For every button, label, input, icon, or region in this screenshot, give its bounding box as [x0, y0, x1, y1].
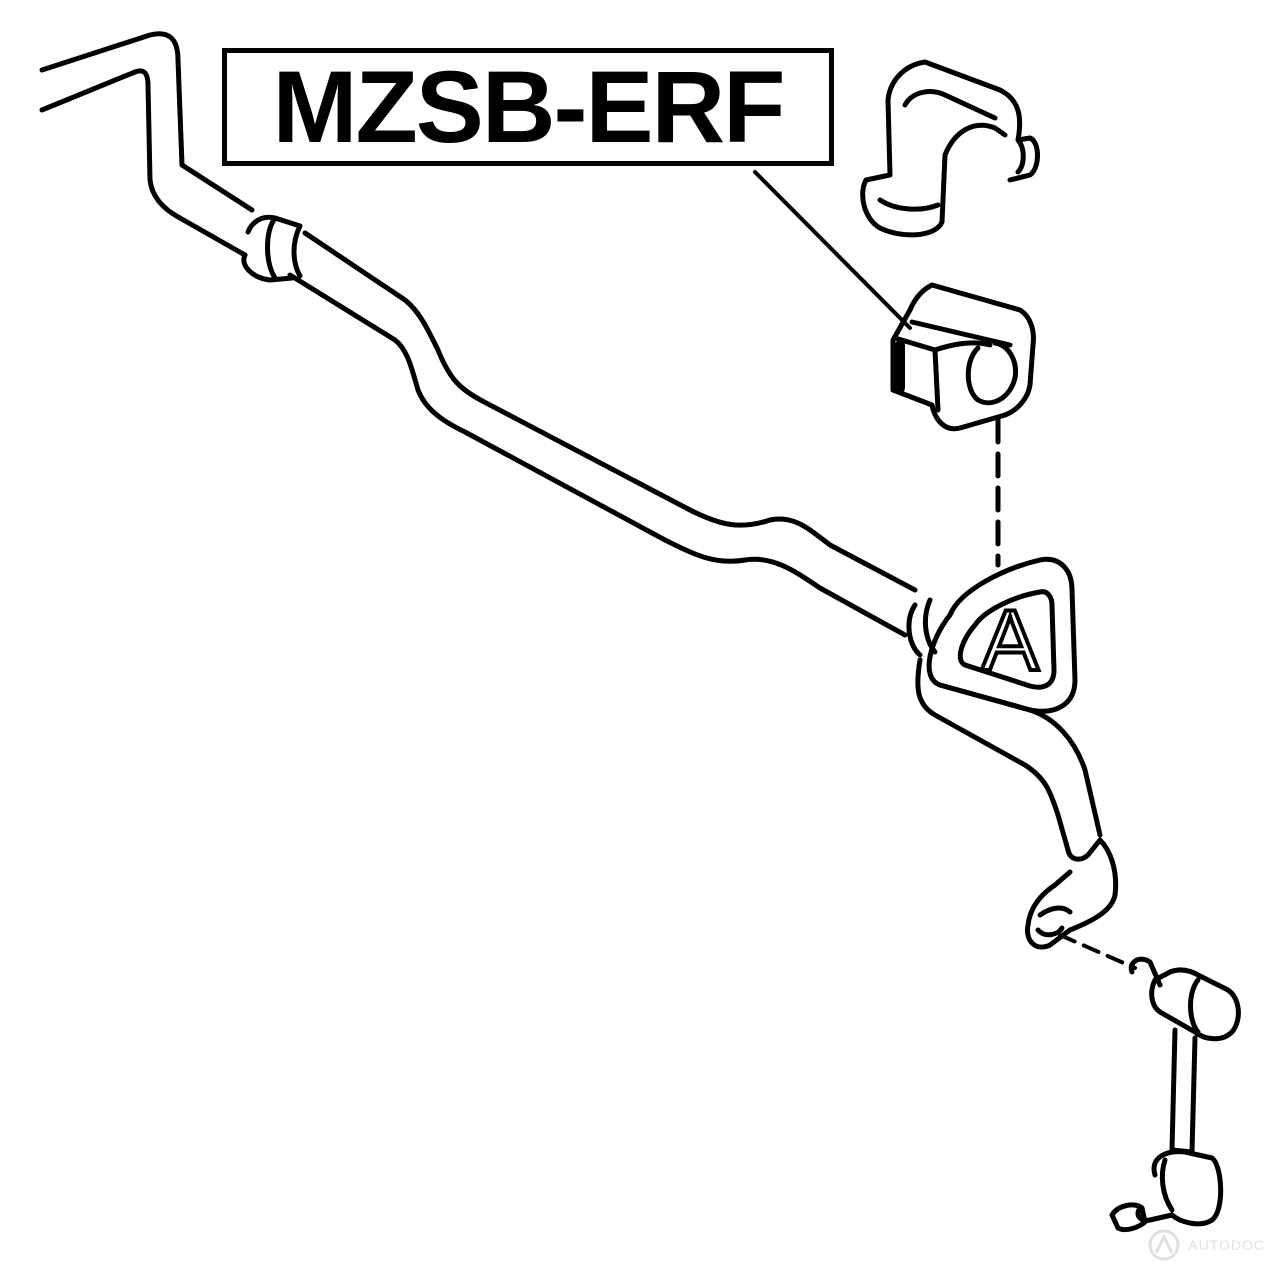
watermark-text: AUTODOC: [1188, 1237, 1265, 1253]
bushing-part: [890, 282, 1036, 432]
watermark: AUTODOC: [1146, 1227, 1265, 1263]
assembly-dashed-line-link: [1058, 933, 1137, 970]
stabilizer-link: [1109, 956, 1241, 1233]
part-number-text: MZSB-ERF: [272, 50, 786, 164]
watermark-logo-icon: [1148, 1229, 1180, 1261]
callout-a-marker: [926, 556, 1078, 714]
stabilizer-bar: [39, 31, 938, 658]
part-number-label: MZSB-ERF: [222, 48, 834, 166]
callout-leader-line: [753, 170, 912, 330]
bushing-bracket: [860, 59, 1040, 238]
callout-letter: A: [981, 593, 1039, 689]
stabilizer-bar-end: [915, 657, 1119, 950]
